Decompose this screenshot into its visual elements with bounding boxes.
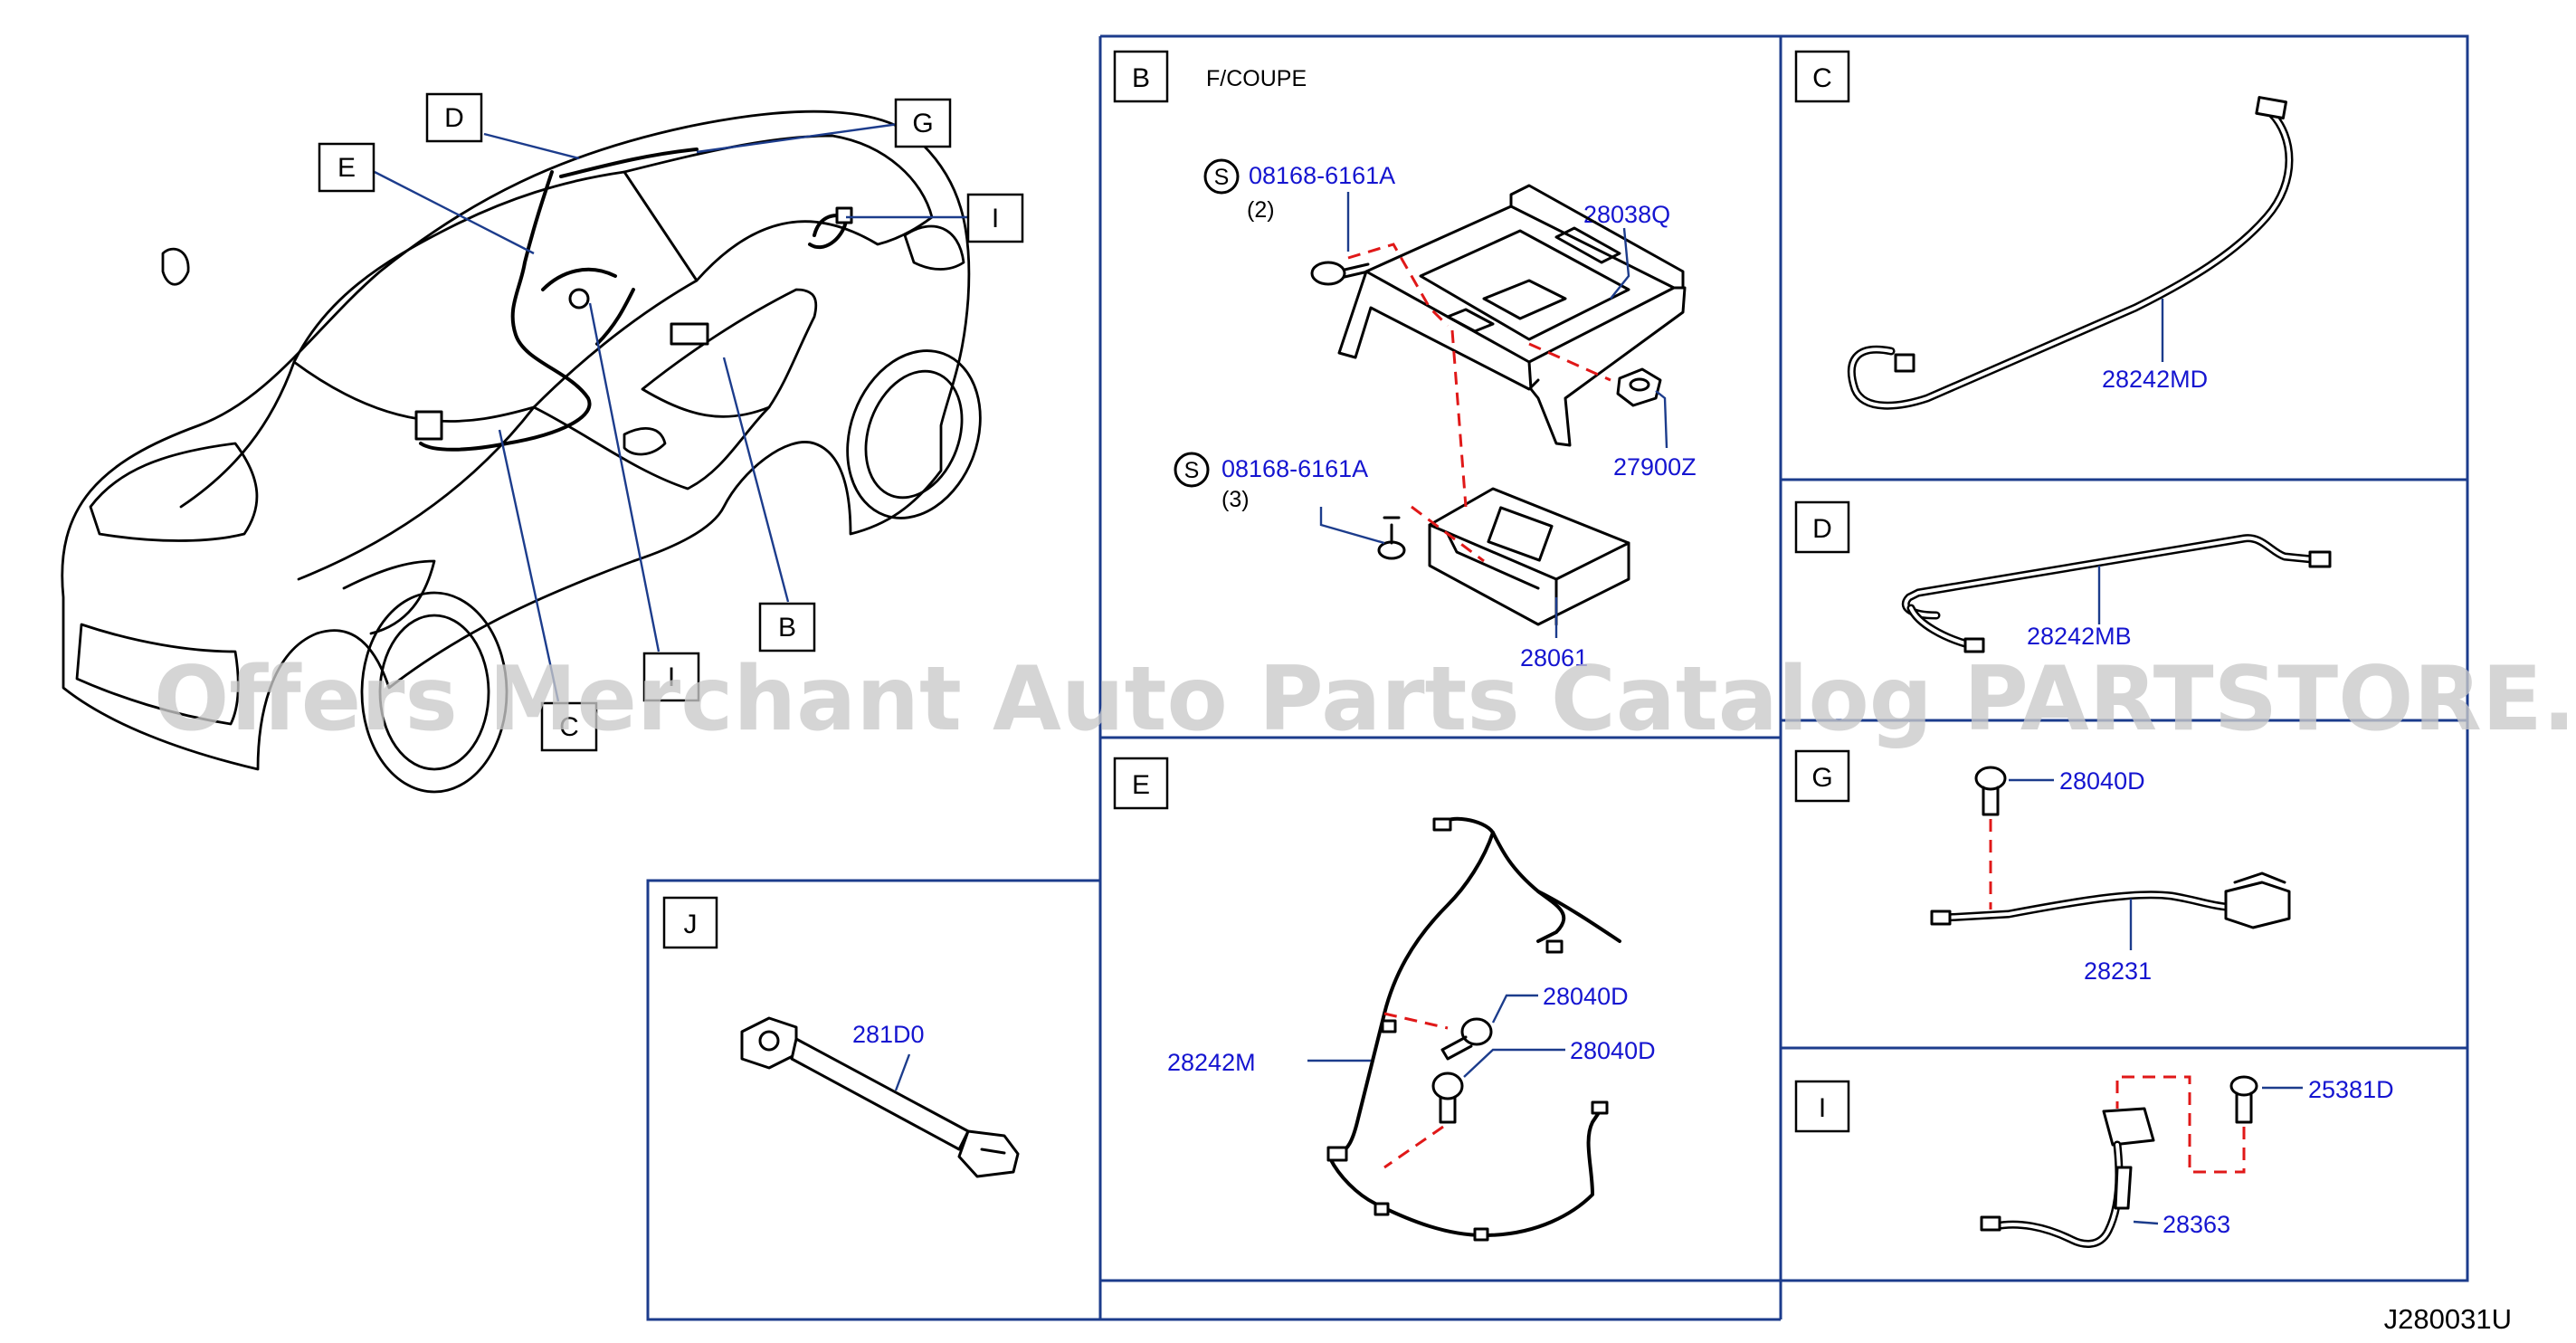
callout-box-i-lower: I: [642, 652, 700, 702]
panel-d-letter-box: [1794, 500, 1850, 554]
panel-g-letter: G: [1811, 763, 1832, 793]
bolt-28040d-e-lower: [1431, 1072, 1464, 1124]
s-marker-icon: [1203, 158, 1240, 195]
s-marker: S: [1214, 165, 1230, 190]
part-number-25381d: 25381D: [2308, 1076, 2394, 1103]
s-marker: S: [1184, 458, 1200, 483]
callout-box-i-upper: I: [966, 193, 1024, 243]
part-number-28061: 28061: [1520, 644, 1588, 672]
part-number-28231: 28231: [2084, 957, 2152, 985]
part-number-28242m: 28242M: [1167, 1049, 1256, 1076]
panel-b-note: F/COUPE: [1206, 66, 1307, 91]
harness-28242m: [1326, 816, 1621, 1242]
panel-e-letter-box: [1113, 757, 1169, 810]
part-number-27900z: 27900Z: [1613, 453, 1697, 481]
callout-letter: I: [992, 204, 999, 233]
panel-e-letter: E: [1132, 770, 1150, 800]
sensor-28363: [1980, 1107, 2155, 1248]
panel-c-letter: C: [1812, 63, 1832, 93]
car-overview: [61, 110, 982, 794]
panel-e: E 28040D 28040D 28242M: [1113, 757, 1656, 1242]
callout-box-g: G: [894, 98, 952, 148]
panel-c: C 28242MD: [1794, 50, 2294, 410]
part-number-28040d-g: 28040D: [2059, 767, 2145, 795]
part-number-28040d-e-upper: 28040D: [1543, 983, 1629, 1010]
harness-28242md: [1847, 96, 2294, 410]
callout-box-d: D: [425, 92, 483, 143]
bolt-25381d: [2229, 1075, 2258, 1124]
panel-c-letter-box: [1794, 50, 1850, 103]
panel-i-letter: I: [1819, 1093, 1826, 1123]
part-number-281d0: 281D0: [852, 1021, 925, 1048]
car-callout-leaders: [374, 122, 968, 702]
s-marker-icon: [1174, 452, 1210, 488]
callout-letter: G: [912, 109, 933, 138]
quantity-2: (2): [1247, 197, 1275, 223]
panel-j-letter-box: [662, 896, 718, 949]
screw-08168-6161a-lower: [1377, 516, 1406, 560]
screw-08168-6161a-upper: [1310, 261, 1370, 286]
bolt-28040d-g: [1974, 766, 2007, 816]
car-callouts: D G E I B I C: [318, 92, 1024, 752]
control-unit-28061: [1428, 487, 1630, 626]
panel-i-letter-box: [1794, 1080, 1850, 1133]
callout-letter: E: [337, 153, 356, 183]
panel-j: J 281D0: [662, 896, 1020, 1178]
part-number-28040d-e-lower: 28040D: [1570, 1037, 1656, 1064]
watermark: Offers Merchant Auto Parts Catalog PARTS…: [154, 648, 2576, 751]
harness-281d0: [740, 1016, 1020, 1178]
panel-g: G 28040D 28231: [1794, 749, 2291, 985]
part-number-28242mb: 28242MB: [2027, 623, 2132, 650]
panel-borders: [646, 34, 2469, 1321]
panel-j-letter: J: [684, 910, 698, 939]
panel-b-letter-box: [1113, 50, 1169, 103]
quantity-3: (3): [1221, 487, 1250, 512]
panel-g-letter-box: [1794, 749, 1850, 803]
callout-letter: D: [444, 103, 464, 133]
part-number-08168-6161a-upper: 08168-6161A: [1249, 162, 1395, 189]
bracket-28038q: [1337, 184, 1687, 447]
panel-i: I 25381D 28363: [1794, 1075, 2394, 1248]
callout-box-b: B: [758, 602, 816, 652]
panel-b: B F/COUPE S 08168-6161A (2) S 08168-6161…: [1113, 50, 1697, 672]
harness-28231: [1930, 872, 2291, 929]
drawing-code: J280031U: [2384, 1303, 2512, 1335]
bolt-28040d-e-upper: [1440, 1017, 1493, 1061]
panel-b-letter: B: [1132, 63, 1150, 93]
callout-letter: C: [559, 712, 579, 742]
part-number-08168-6161a-lower: 08168-6161A: [1221, 455, 1368, 482]
callout-box-e: E: [318, 142, 375, 193]
harness-28242mb: [1901, 534, 2332, 653]
callout-letter: B: [778, 613, 796, 643]
part-number-28363: 28363: [2163, 1211, 2230, 1238]
callout-box-c: C: [540, 701, 598, 752]
panel-d: D 28242MB: [1794, 500, 2332, 653]
nut-27900z: [1616, 367, 1662, 407]
callout-letter: I: [668, 662, 675, 692]
panel-d-letter: D: [1812, 514, 1832, 544]
part-number-28242md: 28242MD: [2102, 366, 2208, 393]
